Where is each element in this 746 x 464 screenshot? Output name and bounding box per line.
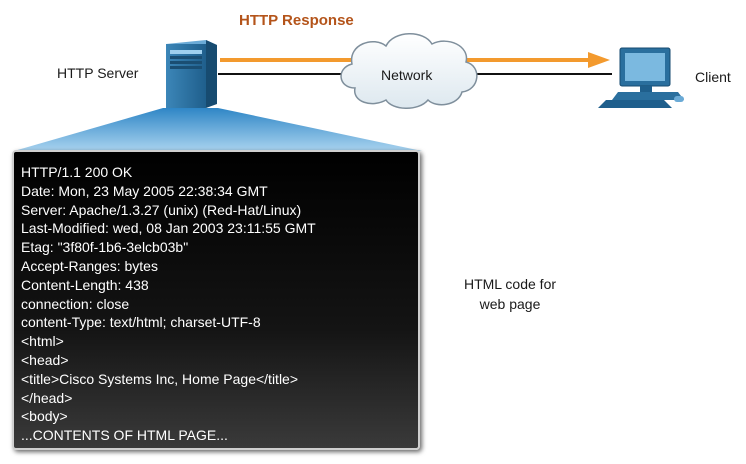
network-label: Network xyxy=(381,67,433,83)
response-line: content-Type: text/html; charset-UTF-8 xyxy=(21,314,261,331)
http-server-label: HTTP Server xyxy=(57,65,139,81)
client-label: Client xyxy=(695,69,731,85)
response-line: </head> xyxy=(21,389,73,406)
response-line: HTTP/1.1 200 OK xyxy=(21,164,133,180)
response-line: <html> xyxy=(21,333,64,350)
response-line: ...CONTENTS OF HTML PAGE... xyxy=(21,427,228,444)
response-line: Date: Mon, 23 May 2005 22:38:34 GMT xyxy=(21,182,268,199)
response-line: Accept-Ranges: bytes xyxy=(21,257,158,274)
server-tower-icon xyxy=(166,40,217,108)
response-line: Etag: "3f80f-1b6-3elcb03b" xyxy=(21,239,189,256)
response-line: <title>Cisco Systems Inc, Home Page</tit… xyxy=(21,370,299,387)
projection-beam xyxy=(14,108,422,151)
response-line: Server: Apache/1.3.27 (unix) (Red-Hat/Li… xyxy=(21,201,302,218)
diagram-title: HTTP Response xyxy=(239,12,354,29)
html-code-note: HTML code for web page xyxy=(454,274,566,314)
desktop-computer-icon xyxy=(598,47,684,108)
response-line: <head> xyxy=(21,351,69,368)
response-line: connection: close xyxy=(21,295,130,312)
http-response-console: HTTP/1.1 200 OK Date: Mon, 23 May 2005 2… xyxy=(12,150,420,450)
note-line: web page xyxy=(479,296,541,312)
network-cloud-icon xyxy=(340,33,478,109)
note-line: HTML code for xyxy=(463,276,557,292)
response-line: Content-Length: 438 xyxy=(21,276,149,293)
response-line: Last-Modified: wed, 08 Jan 2003 23:11:55… xyxy=(21,220,316,237)
response-line: <body> xyxy=(21,408,68,425)
